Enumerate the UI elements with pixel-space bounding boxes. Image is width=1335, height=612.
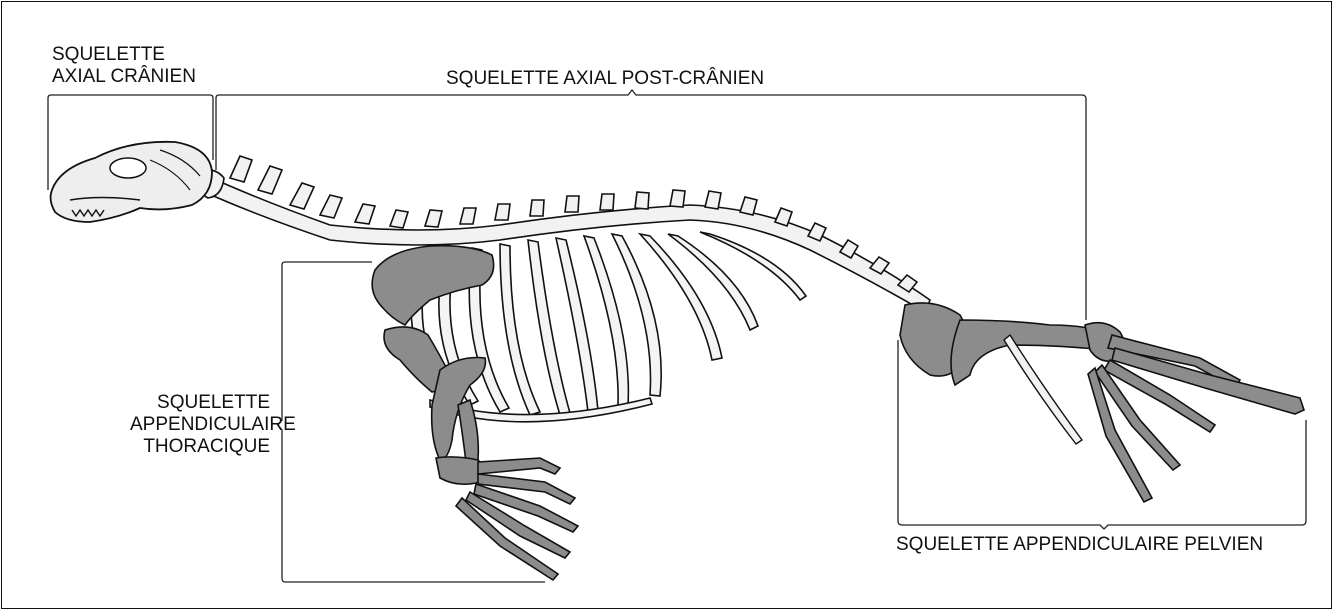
label-pelvic: SQUELETTE APPENDICULAIRE PELVIEN [896,534,1263,556]
tail [1004,335,1082,444]
label-axial-cranial-line1: SQUELETTE [52,44,165,66]
bracket-axial-postcranial [216,90,1086,320]
hind-flipper [900,303,1304,502]
label-thoracic-line2: APPENDICULAIRE [130,414,270,436]
label-thoracic-line3: THORACIQUE [130,436,270,458]
label-thoracic-line1: SQUELETTE [150,392,270,414]
label-axial-cranial-line2: AXIAL CRÂNIEN [52,66,196,88]
vertebral-column [199,156,930,312]
label-axial-postcranial: SQUELETTE AXIAL POST-CRÂNIEN [446,68,764,90]
skull [51,142,212,222]
